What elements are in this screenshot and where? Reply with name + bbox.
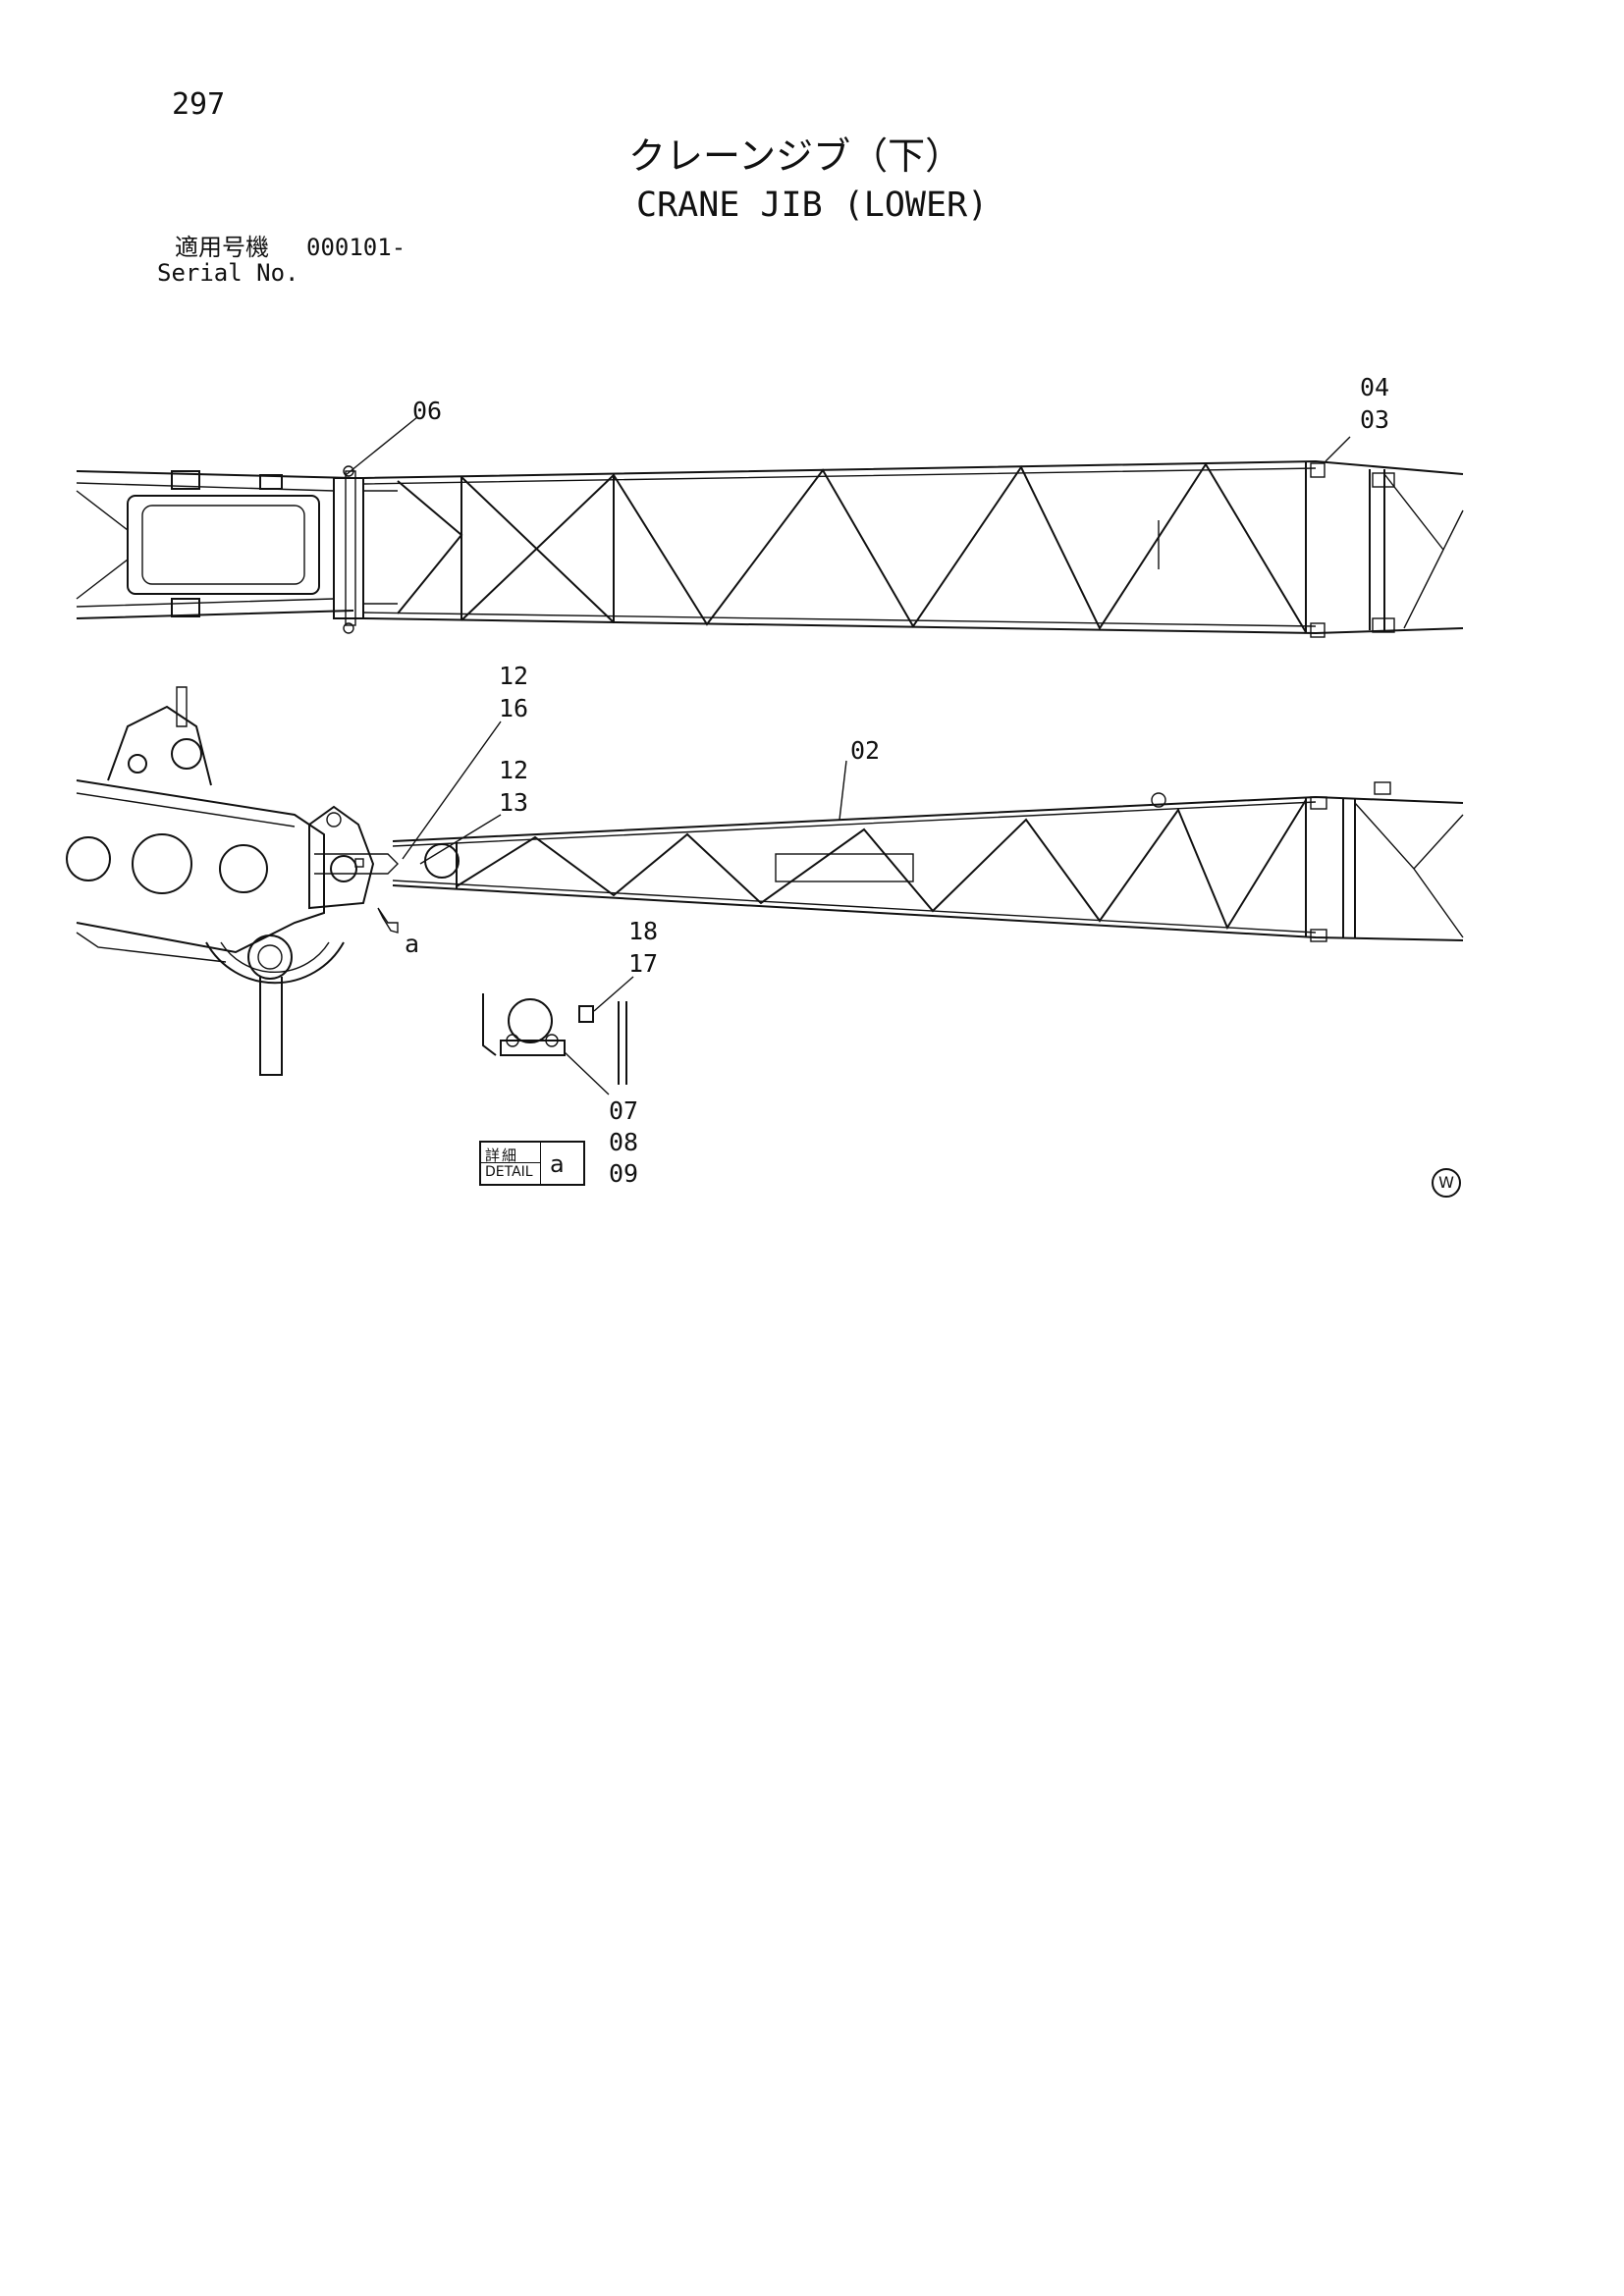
detail-label-japanese: 詳細: [485, 1147, 519, 1164]
callout-13: 13: [499, 788, 528, 817]
page-title-english: CRANE JIB (LOWER): [636, 186, 989, 225]
callout-07: 07: [609, 1096, 638, 1125]
callout-17: 17: [628, 949, 658, 978]
revision-mark: W: [1432, 1168, 1461, 1198]
jib-top-view: [76, 459, 1464, 638]
callout-12-upper: 12: [499, 662, 528, 690]
detail-a-drawing: [482, 993, 627, 1085]
serial-label-japanese: 適用号機: [175, 234, 269, 261]
callout-12-lower: 12: [499, 756, 528, 784]
serial-range: 000101-: [306, 234, 406, 261]
callout-08: 08: [609, 1128, 638, 1156]
callout-09: 09: [609, 1159, 638, 1188]
jib-side-view: [66, 686, 1464, 1076]
callout-06: 06: [412, 397, 442, 425]
detail-a-label: 詳細 DETAIL a: [479, 1141, 585, 1186]
detail-label-english: DETAIL: [485, 1164, 533, 1180]
callout-02: 02: [850, 736, 880, 765]
serial-label-english: Serial No.: [157, 259, 299, 287]
page-title-japanese: クレーンジブ（下）: [628, 134, 963, 178]
detail-letter: a: [550, 1150, 565, 1178]
page-number: 297: [172, 87, 226, 122]
callout-04: 04: [1360, 373, 1389, 401]
leader-lines: [345, 416, 1351, 1095]
callout-18: 18: [628, 917, 658, 945]
callout-03: 03: [1360, 405, 1389, 434]
callout-a: a: [405, 930, 419, 958]
callout-16: 16: [499, 694, 528, 722]
